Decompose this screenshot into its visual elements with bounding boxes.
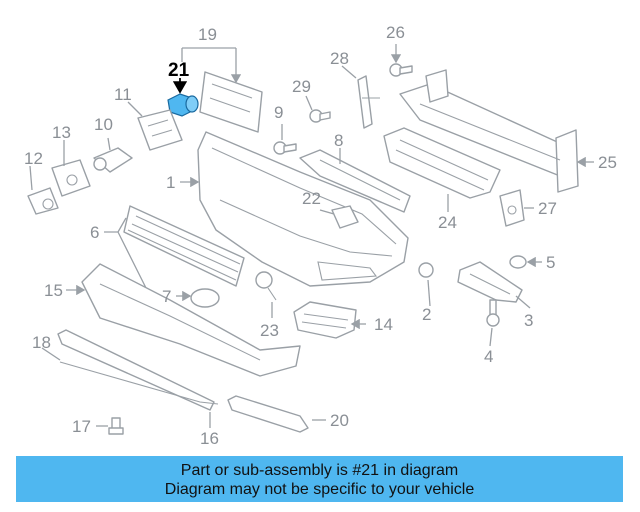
callout-11[interactable]: 11 bbox=[114, 85, 132, 104]
callout-6[interactable]: 6 bbox=[90, 223, 99, 242]
callout-14[interactable]: 14 bbox=[374, 315, 393, 334]
callout-24[interactable]: 24 bbox=[438, 213, 457, 232]
banner-line-2: Diagram may not be specific to your vehi… bbox=[164, 481, 475, 498]
callout-12[interactable]: 12 bbox=[24, 149, 43, 168]
callout-19[interactable]: 20 bbox=[330, 411, 349, 430]
callout-13[interactable]: 13 bbox=[52, 123, 71, 142]
callout-5[interactable]: 5 bbox=[546, 253, 555, 272]
bracket-27 bbox=[499, 189, 534, 227]
callout-23[interactable]: 23 bbox=[260, 321, 279, 340]
parts-diagram: 21 19 11 10 13 12 1 6 7 15 18 17 16 20 2… bbox=[24, 23, 617, 448]
trim-16 bbox=[59, 361, 219, 428]
callout-28[interactable]: 28 bbox=[330, 49, 349, 68]
absorber-24 bbox=[383, 127, 501, 212]
callout-27[interactable]: 27 bbox=[538, 199, 557, 218]
reinforcement-bar-25 bbox=[399, 69, 594, 193]
screw-17 bbox=[96, 417, 124, 435]
callout-16[interactable]: 16 bbox=[200, 429, 219, 448]
callout-25[interactable]: 25 bbox=[598, 153, 617, 172]
info-banner: Part or sub-assembly is #21 in diagram D… bbox=[16, 456, 623, 502]
ring-23 bbox=[255, 271, 277, 318]
callout-7[interactable]: 7 bbox=[162, 287, 171, 306]
clip-5 bbox=[509, 255, 542, 269]
license-plate-bracket bbox=[181, 47, 263, 133]
callout-17[interactable]: 17 bbox=[72, 417, 91, 436]
callout-1[interactable]: 1 bbox=[166, 173, 175, 192]
emblem-7 bbox=[176, 288, 220, 308]
bracket-3 bbox=[457, 261, 531, 309]
bracket-28 bbox=[341, 65, 380, 129]
bolt-26 bbox=[389, 44, 413, 77]
callout-10[interactable]: 10 bbox=[94, 115, 113, 134]
callout-15[interactable]: 15 bbox=[44, 281, 63, 300]
bolt-29 bbox=[305, 95, 331, 123]
callout-29[interactable]: 29 bbox=[292, 77, 311, 96]
sensor-holder-13 bbox=[51, 140, 91, 197]
callout-8[interactable]: 8 bbox=[334, 131, 343, 150]
bolt-9 bbox=[273, 124, 297, 155]
bolt-2 bbox=[418, 262, 434, 307]
sensor-12 bbox=[27, 165, 59, 215]
fog-lamp-trim-19 bbox=[227, 395, 326, 433]
callout-22[interactable]: 22 bbox=[302, 189, 321, 208]
banner-line-1: Part or sub-assembly is #21 in diagram bbox=[180, 462, 459, 479]
bracket-8 bbox=[299, 148, 411, 213]
lower-panel-15 bbox=[66, 263, 301, 377]
bumper-cover bbox=[180, 131, 409, 287]
fog-grille-14 bbox=[293, 301, 366, 339]
highlighted-clip-part bbox=[167, 78, 199, 117]
callout-20[interactable]: 19 bbox=[198, 25, 217, 44]
bolt-4 bbox=[486, 299, 500, 347]
bracket-11 bbox=[127, 101, 183, 151]
callout-21[interactable]: 21 bbox=[168, 60, 190, 81]
sensor-10 bbox=[93, 137, 133, 173]
callout-9[interactable]: 9 bbox=[274, 103, 283, 122]
callout-26[interactable]: 26 bbox=[386, 23, 405, 42]
cap-22 bbox=[319, 205, 359, 229]
callout-4[interactable]: 4 bbox=[484, 347, 493, 366]
callout-3[interactable]: 3 bbox=[524, 311, 533, 330]
callout-2[interactable]: 2 bbox=[422, 305, 431, 324]
callout-18[interactable]: 18 bbox=[32, 333, 51, 352]
spoiler-strip-18 bbox=[41, 329, 215, 411]
